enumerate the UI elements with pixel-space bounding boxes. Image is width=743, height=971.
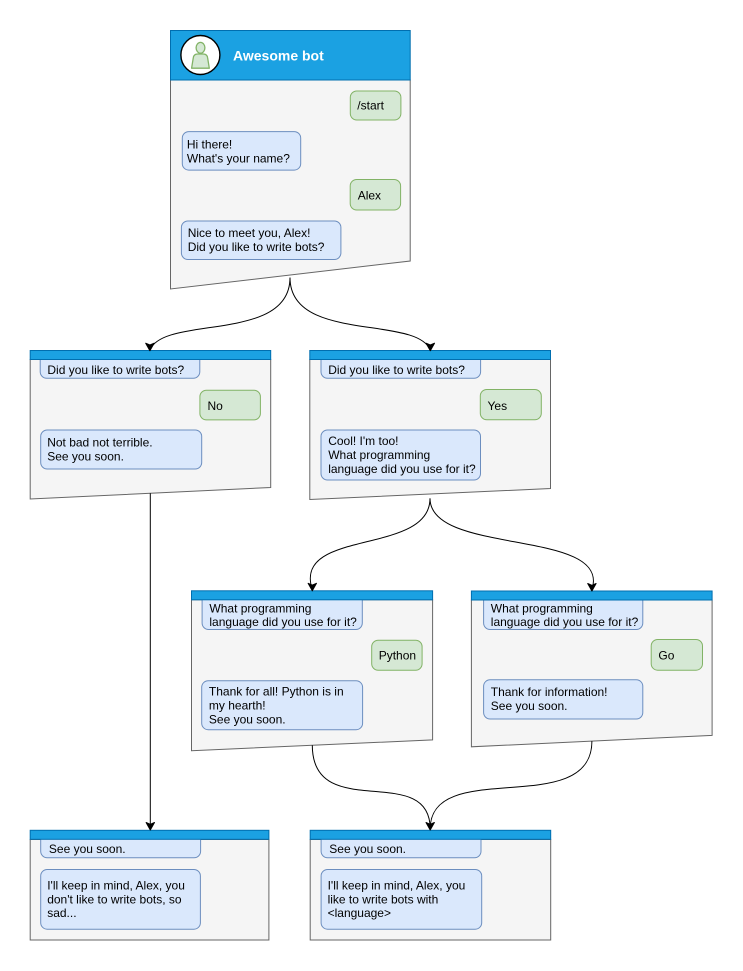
svg-text:like to write bots with: like to write bots with <box>328 892 439 906</box>
svg-text:See you soon.: See you soon. <box>209 713 286 727</box>
svg-text:See you soon.: See you soon. <box>49 842 126 856</box>
svg-text:Not bad not terrible.: Not bad not terrible. <box>47 436 152 450</box>
svg-text:See you soon.: See you soon. <box>329 842 406 856</box>
svg-text:I'll keep in mind, Alex, you: I'll keep in mind, Alex, you <box>328 878 466 892</box>
svg-text:Yes: Yes <box>488 399 508 413</box>
svg-text:What programming: What programming <box>209 601 311 615</box>
svg-text:See you soon.: See you soon. <box>47 450 124 464</box>
svg-text:No: No <box>208 399 224 413</box>
svg-text:Hi there!: Hi there! <box>187 138 232 152</box>
svg-text:don't like to write bots, so: don't like to write bots, so <box>47 892 182 906</box>
svg-text:Python: Python <box>379 649 416 663</box>
svg-text:Alex: Alex <box>358 189 381 203</box>
svg-text:Did you like to write bots?: Did you like to write bots? <box>188 240 325 254</box>
svg-text:Awesome bot: Awesome bot <box>233 47 324 63</box>
svg-text:See you soon.: See you soon. <box>491 699 568 713</box>
svg-text:language did you use for it?: language did you use for it? <box>328 462 476 476</box>
svg-text:What programming: What programming <box>491 601 593 615</box>
svg-text:my hearth!: my hearth! <box>209 699 266 713</box>
svg-text:Nice to meet you, Alex!: Nice to meet you, Alex! <box>188 226 311 240</box>
svg-text:Cool! I'm too!: Cool! I'm too! <box>328 434 398 448</box>
svg-text:language did you use for it?: language did you use for it? <box>491 615 639 629</box>
svg-text:Did you like to write bots?: Did you like to write bots? <box>328 363 465 377</box>
svg-text:/start: /start <box>357 99 384 113</box>
svg-text:Did you like to write bots?: Did you like to write bots? <box>47 363 184 377</box>
svg-text:<language>: <language> <box>328 906 391 920</box>
svg-text:Thank for information!: Thank for information! <box>491 685 608 699</box>
svg-text:language did you use for it?: language did you use for it? <box>209 615 357 629</box>
svg-text:Thank for all! Python is in: Thank for all! Python is in <box>209 685 344 699</box>
svg-text:sad...: sad... <box>47 906 76 920</box>
svg-text:What's your name?: What's your name? <box>187 152 290 166</box>
svg-text:What programming: What programming <box>328 448 430 462</box>
svg-text:I'll keep in mind, Alex, you: I'll keep in mind, Alex, you <box>47 878 185 892</box>
svg-text:Go: Go <box>658 649 674 663</box>
